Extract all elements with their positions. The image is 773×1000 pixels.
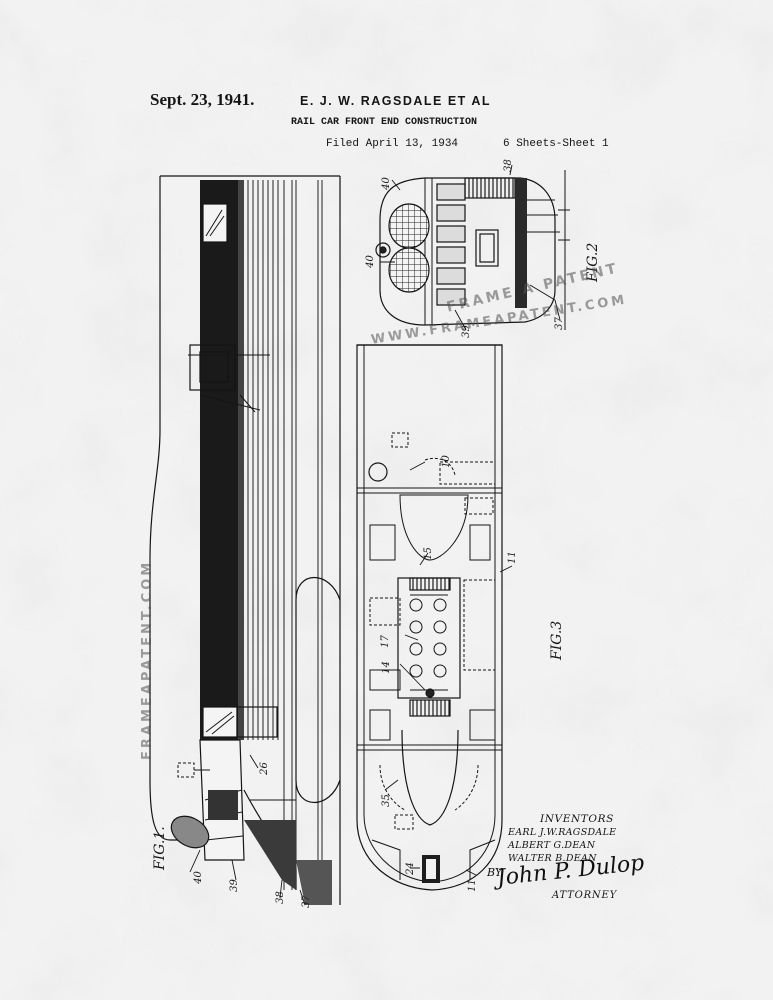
filed-date: Filed April 13, 1934 — [326, 138, 459, 150]
ref-numeral: 10 — [440, 455, 452, 468]
ref-numeral: 38 — [502, 159, 514, 172]
ref-numeral: 38 — [274, 891, 286, 904]
fig3-drawing — [356, 344, 513, 891]
ref-numeral: 15 — [422, 547, 434, 560]
inventor-name: ALBERT G.DEAN — [508, 840, 596, 851]
attorney-label: ATTORNEY — [552, 890, 617, 901]
inventor-line: E. J. W. RAGSDALE ET AL — [300, 94, 491, 108]
patent-title: RAIL CAR FRONT END CONSTRUCTION — [291, 117, 478, 128]
ref-numeral: 40 — [192, 871, 204, 884]
by-label: BY — [487, 866, 503, 879]
ref-numeral: 40 — [364, 255, 376, 268]
inventor-name: EARL J.W.RAGSDALE — [508, 827, 617, 838]
ref-numeral: 24 — [404, 862, 416, 875]
ref-numeral: 40 — [380, 177, 392, 190]
ref-numeral: 26 — [258, 762, 270, 775]
fig2-drawing — [375, 164, 570, 331]
watermark-side: FRAMEAPATENT.COM — [140, 559, 155, 760]
ref-numeral: 11 — [466, 879, 478, 892]
ref-numeral: 17 — [379, 635, 391, 648]
inventors-heading: INVENTORS — [540, 813, 614, 825]
fig1-drawing — [149, 175, 341, 906]
figure-3-label: FIG.3 — [549, 620, 565, 660]
ref-numeral: 11 — [506, 551, 518, 564]
issue-date: Sept. 23, 1941. — [150, 90, 255, 109]
ref-numeral: 39 — [228, 879, 240, 892]
ref-numeral: 14 — [380, 661, 392, 674]
ref-numeral: 37 — [300, 895, 312, 908]
ref-numeral: 35 — [380, 794, 392, 807]
sheet-count: 6 Sheets-Sheet 1 — [503, 138, 609, 150]
inventor-name: WALTER B.DEAN — [508, 853, 597, 864]
figure-1-label: FIG.1. — [152, 826, 168, 870]
ref-numeral: 37 — [553, 317, 565, 330]
